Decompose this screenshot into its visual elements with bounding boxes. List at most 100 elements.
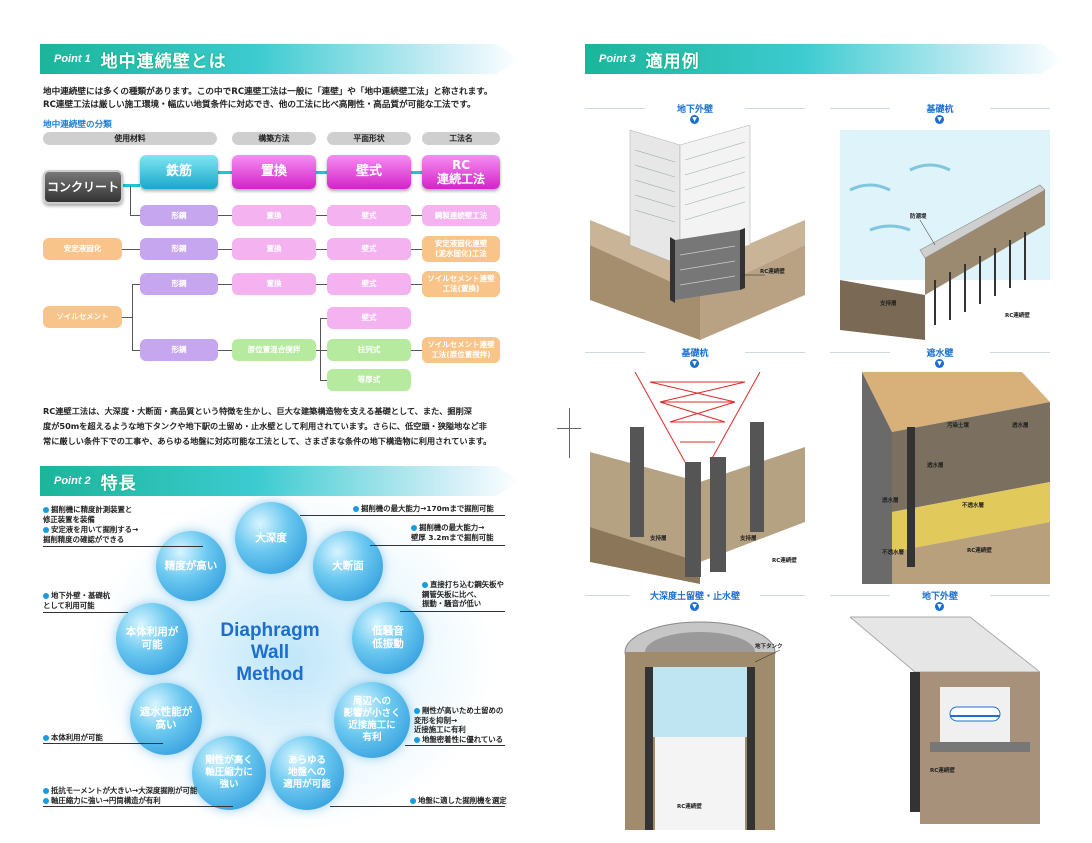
connector	[316, 171, 327, 174]
rc-wall-tag: RC連続壁	[677, 802, 702, 810]
connector	[218, 350, 232, 351]
method-replace: 置換	[232, 205, 316, 226]
chevron-down-icon: ▼	[690, 359, 699, 368]
illustration-basement-building: RC連続壁	[590, 125, 805, 340]
shape-column: 柱列式	[327, 339, 411, 361]
connector	[132, 350, 140, 351]
connector	[411, 350, 422, 351]
center-title-line: Method	[236, 664, 304, 685]
shape-wall: 壁式	[327, 155, 411, 189]
point1-summary-3: 常に厳しい条件下での工事や、あらゆる地盤に対応可能な工法として、さまざまな条件の…	[43, 436, 492, 446]
bubble-precision: 精度が高い	[156, 531, 226, 601]
underground-tank-tag: 地下タンク	[755, 642, 783, 650]
connector	[218, 249, 422, 250]
center-title-line: Wall	[250, 642, 290, 663]
connector	[218, 215, 422, 216]
material-soil-cement: ソイルセメント	[43, 306, 122, 328]
point3-title: 適用例	[645, 51, 700, 72]
permeable-tag: 透水層	[882, 496, 899, 504]
steel-shape: 形鋼	[140, 238, 218, 260]
method-in-situ-mixing: 原位置混合撹拌	[232, 339, 316, 361]
note-moment: 抵抗モーメントが大きい→大深度掘削が可能	[43, 786, 223, 796]
center-title: Diaphragm Wall Method	[200, 620, 340, 686]
chevron-down-icon: ▼	[690, 602, 699, 611]
connector	[411, 171, 422, 174]
point1-banner: Point 1 地中連続壁とは	[40, 44, 520, 74]
note-basement: 地下外壁・基礎杭 として利用可能	[43, 591, 143, 610]
note-max-thickness: 掘削機の最大能力→ 壁厚 3.2mまで掘削可能	[411, 523, 511, 542]
point1-intro-2: RC連壁工法は厳しい施工環境・幅広い地質条件に対応でき、他の工法に比べ高剛性・高…	[43, 100, 476, 110]
point2-title: 特長	[100, 473, 137, 494]
point2-label: Point 2	[54, 475, 91, 487]
column-method: 構築方法	[232, 132, 316, 145]
connector	[320, 318, 327, 319]
bubble-depth: 大深度	[235, 502, 307, 574]
column-name: 工法名	[422, 132, 500, 145]
note-adhesion: 地盤密着性に優れている	[414, 735, 514, 745]
note-rule	[400, 611, 505, 612]
bullet-icon	[411, 525, 417, 531]
note-text: 直接打ち込む鋼矢板や 鋼管矢板に比べ、 振動・騒音が低い	[422, 580, 504, 608]
shape-wall: 壁式	[327, 205, 411, 226]
rc-wall-tag: RC連続壁	[1005, 311, 1030, 319]
classification-title: 地中連続壁の分類	[43, 120, 112, 130]
chevron-down-icon: ▼	[690, 115, 699, 124]
connector	[320, 380, 327, 381]
name-soil-cement-insitu: ソイルセメント連壁 工法(原位置撹拌)	[422, 337, 500, 363]
connector	[316, 350, 327, 351]
illustration-cutoff-wall: 汚染土壌 透水層 透水層 透水層 不透水層 不透水層 RC連続壁	[862, 372, 1050, 584]
bullet-icon	[43, 788, 49, 794]
name-steel-wall: 鋼製連続壁工法	[422, 205, 500, 226]
bullet-icon	[353, 506, 359, 512]
breakwater-tag: 防潮堤	[910, 212, 927, 220]
contaminated-soil-tag: 汚染土壌	[947, 421, 970, 429]
note-precision-device: 掘削機に精度計測装置と 修正装置を装備	[43, 505, 163, 524]
note-rule	[43, 806, 233, 807]
bullet-icon	[414, 737, 420, 743]
connector	[320, 318, 321, 380]
illustration-basement-station: RC連続壁	[850, 616, 1040, 824]
bullet-icon	[43, 735, 49, 741]
steel-rebar: 鉄筋	[140, 155, 218, 189]
note-rule	[43, 743, 163, 744]
note-rule	[43, 546, 203, 547]
example-label-basement-2: 地下外壁	[890, 589, 990, 602]
example-label-basement-1: 地下外壁	[645, 102, 745, 115]
permeable-tag: 透水層	[1012, 421, 1029, 429]
note-text: 掘削機の最大能力→ 壁厚 3.2mまで掘削可能	[411, 523, 494, 542]
rc-wall-tag: RC連続壁	[772, 556, 797, 564]
note-text: 本体利用が可能	[51, 733, 103, 742]
bullet-icon	[43, 507, 49, 513]
connector	[130, 215, 140, 216]
note-text: 安定液を用いて掘削する→ 掘削精度の確認ができる	[43, 525, 139, 544]
note-compression: 軸圧縮力に強い→円筒構造が有利	[43, 796, 223, 806]
note-rule	[330, 806, 505, 807]
point1-title: 地中連続壁とは	[100, 51, 227, 72]
point3-banner: Point 3 適用例	[585, 44, 1065, 74]
support-layer-tag: 支持層	[879, 299, 897, 307]
point1-intro-1: 地中連続壁には多くの種類があります。この中でRC連壁工法は一般に「連壁」や「地中…	[43, 87, 493, 97]
note-text: 掘削機の最大能力→170mまで掘削可能	[361, 504, 494, 513]
note-text: 剛性が高いため土留めの 変形を抑制→ 近接施工に有利	[414, 706, 504, 734]
support-layer-tag: 支持層	[739, 534, 757, 542]
method-replace: 置換	[232, 238, 316, 260]
bubble-low-noise: 低騒音 低振動	[352, 602, 424, 674]
bullet-icon	[43, 593, 49, 599]
bubble-main-use: 本体利用が 可能	[116, 603, 188, 675]
note-text: 地下外壁・基礎杭 として利用可能	[43, 591, 111, 610]
shape-equal-thickness: 等厚式	[327, 369, 411, 391]
shape-wall: 壁式	[327, 307, 411, 329]
note-precision-check: 安定液を用いて掘削する→ 掘削精度の確認ができる	[43, 525, 163, 544]
note-text: 地盤密着性に優れている	[422, 735, 504, 744]
note-text: 抵抗モーメントが大きい→大深度掘削が可能	[51, 786, 198, 795]
name-soil-cement-replace: ソイルセメント連壁 工法(置換)	[422, 271, 500, 297]
note-rule	[370, 545, 505, 546]
bubble-any-ground: あらゆる 地盤への 適用が可能	[270, 736, 344, 810]
note-text: 軸圧縮力に強い→円筒構造が有利	[51, 796, 161, 805]
note-max-depth: 掘削機の最大能力→170mまで掘削可能	[353, 504, 513, 514]
note-machine-select: 地盤に適した掘削機を選定	[410, 796, 510, 806]
connector	[122, 249, 140, 250]
method-replace: 置換	[232, 273, 316, 295]
steel-shape: 形鋼	[140, 205, 218, 226]
note-rule	[43, 612, 128, 613]
